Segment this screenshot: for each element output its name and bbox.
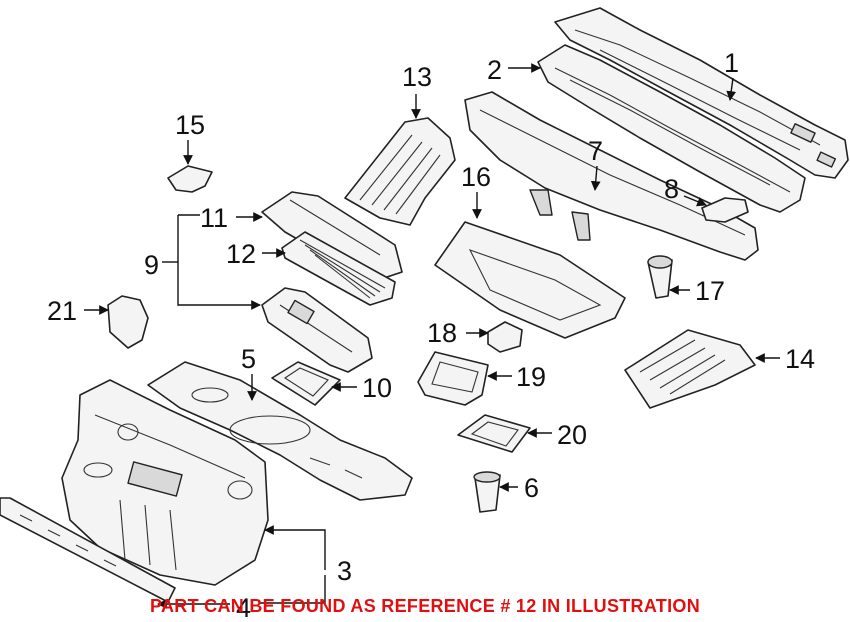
callout-13: 13 [402, 62, 432, 92]
callout-14: 14 [785, 344, 815, 374]
part-15-clip [167, 165, 213, 193]
part-6-grommet [473, 471, 501, 513]
callout-12: 12 [226, 239, 256, 269]
callout-4: 4 [236, 593, 251, 622]
callout-2: 2 [487, 55, 502, 85]
callout-3: 3 [337, 556, 352, 586]
part-9-filter-housing [261, 287, 373, 373]
part-5-insulation [147, 361, 413, 501]
part-3-bulkhead [61, 379, 269, 586]
callout-11: 11 [200, 203, 228, 233]
leader-8 [683, 195, 707, 207]
leader-lines [84, 63, 780, 609]
callout-8: 8 [664, 174, 679, 204]
part-18-cap [487, 321, 523, 353]
callout-10: 10 [362, 373, 392, 403]
reference-note: PART CAN BE FOUND AS REFERENCE # 12 IN I… [150, 596, 700, 616]
callout-9: 9 [144, 250, 159, 280]
part-21-bracket [107, 295, 149, 349]
part-4-rail [0, 497, 176, 603]
leader-9-bottom [177, 215, 261, 310]
callout-17: 17 [695, 276, 725, 306]
part-12-cabin-filter [281, 231, 396, 306]
part-2-cowl-top [537, 44, 806, 213]
callout-7: 7 [588, 136, 603, 166]
part-20-seal [457, 414, 531, 453]
callout-19: 19 [516, 362, 546, 392]
part-16-panel [434, 221, 626, 339]
part-10-seal-frame [271, 361, 341, 406]
part-14-side-panel [624, 329, 756, 409]
part-13-side-cover [344, 117, 456, 226]
callout-18: 18 [427, 318, 457, 348]
callout-16: 16 [461, 162, 491, 192]
callout-15: 15 [175, 110, 205, 140]
callout-21: 21 [47, 296, 77, 326]
callout-1: 1 [724, 48, 739, 78]
part-19-cover [417, 351, 489, 406]
part-17-drain [647, 255, 673, 299]
leader-7 [590, 165, 601, 191]
callout-6: 6 [524, 473, 539, 503]
callout-20: 20 [557, 420, 587, 450]
leader-3a [264, 525, 326, 570]
leader-1 [726, 77, 737, 101]
part-7-plenum-panel [464, 91, 759, 261]
part-1-cowl-panel [554, 7, 849, 179]
part-8-clip [701, 197, 749, 223]
leader-3b [260, 575, 326, 604]
callout-5: 5 [241, 344, 256, 374]
